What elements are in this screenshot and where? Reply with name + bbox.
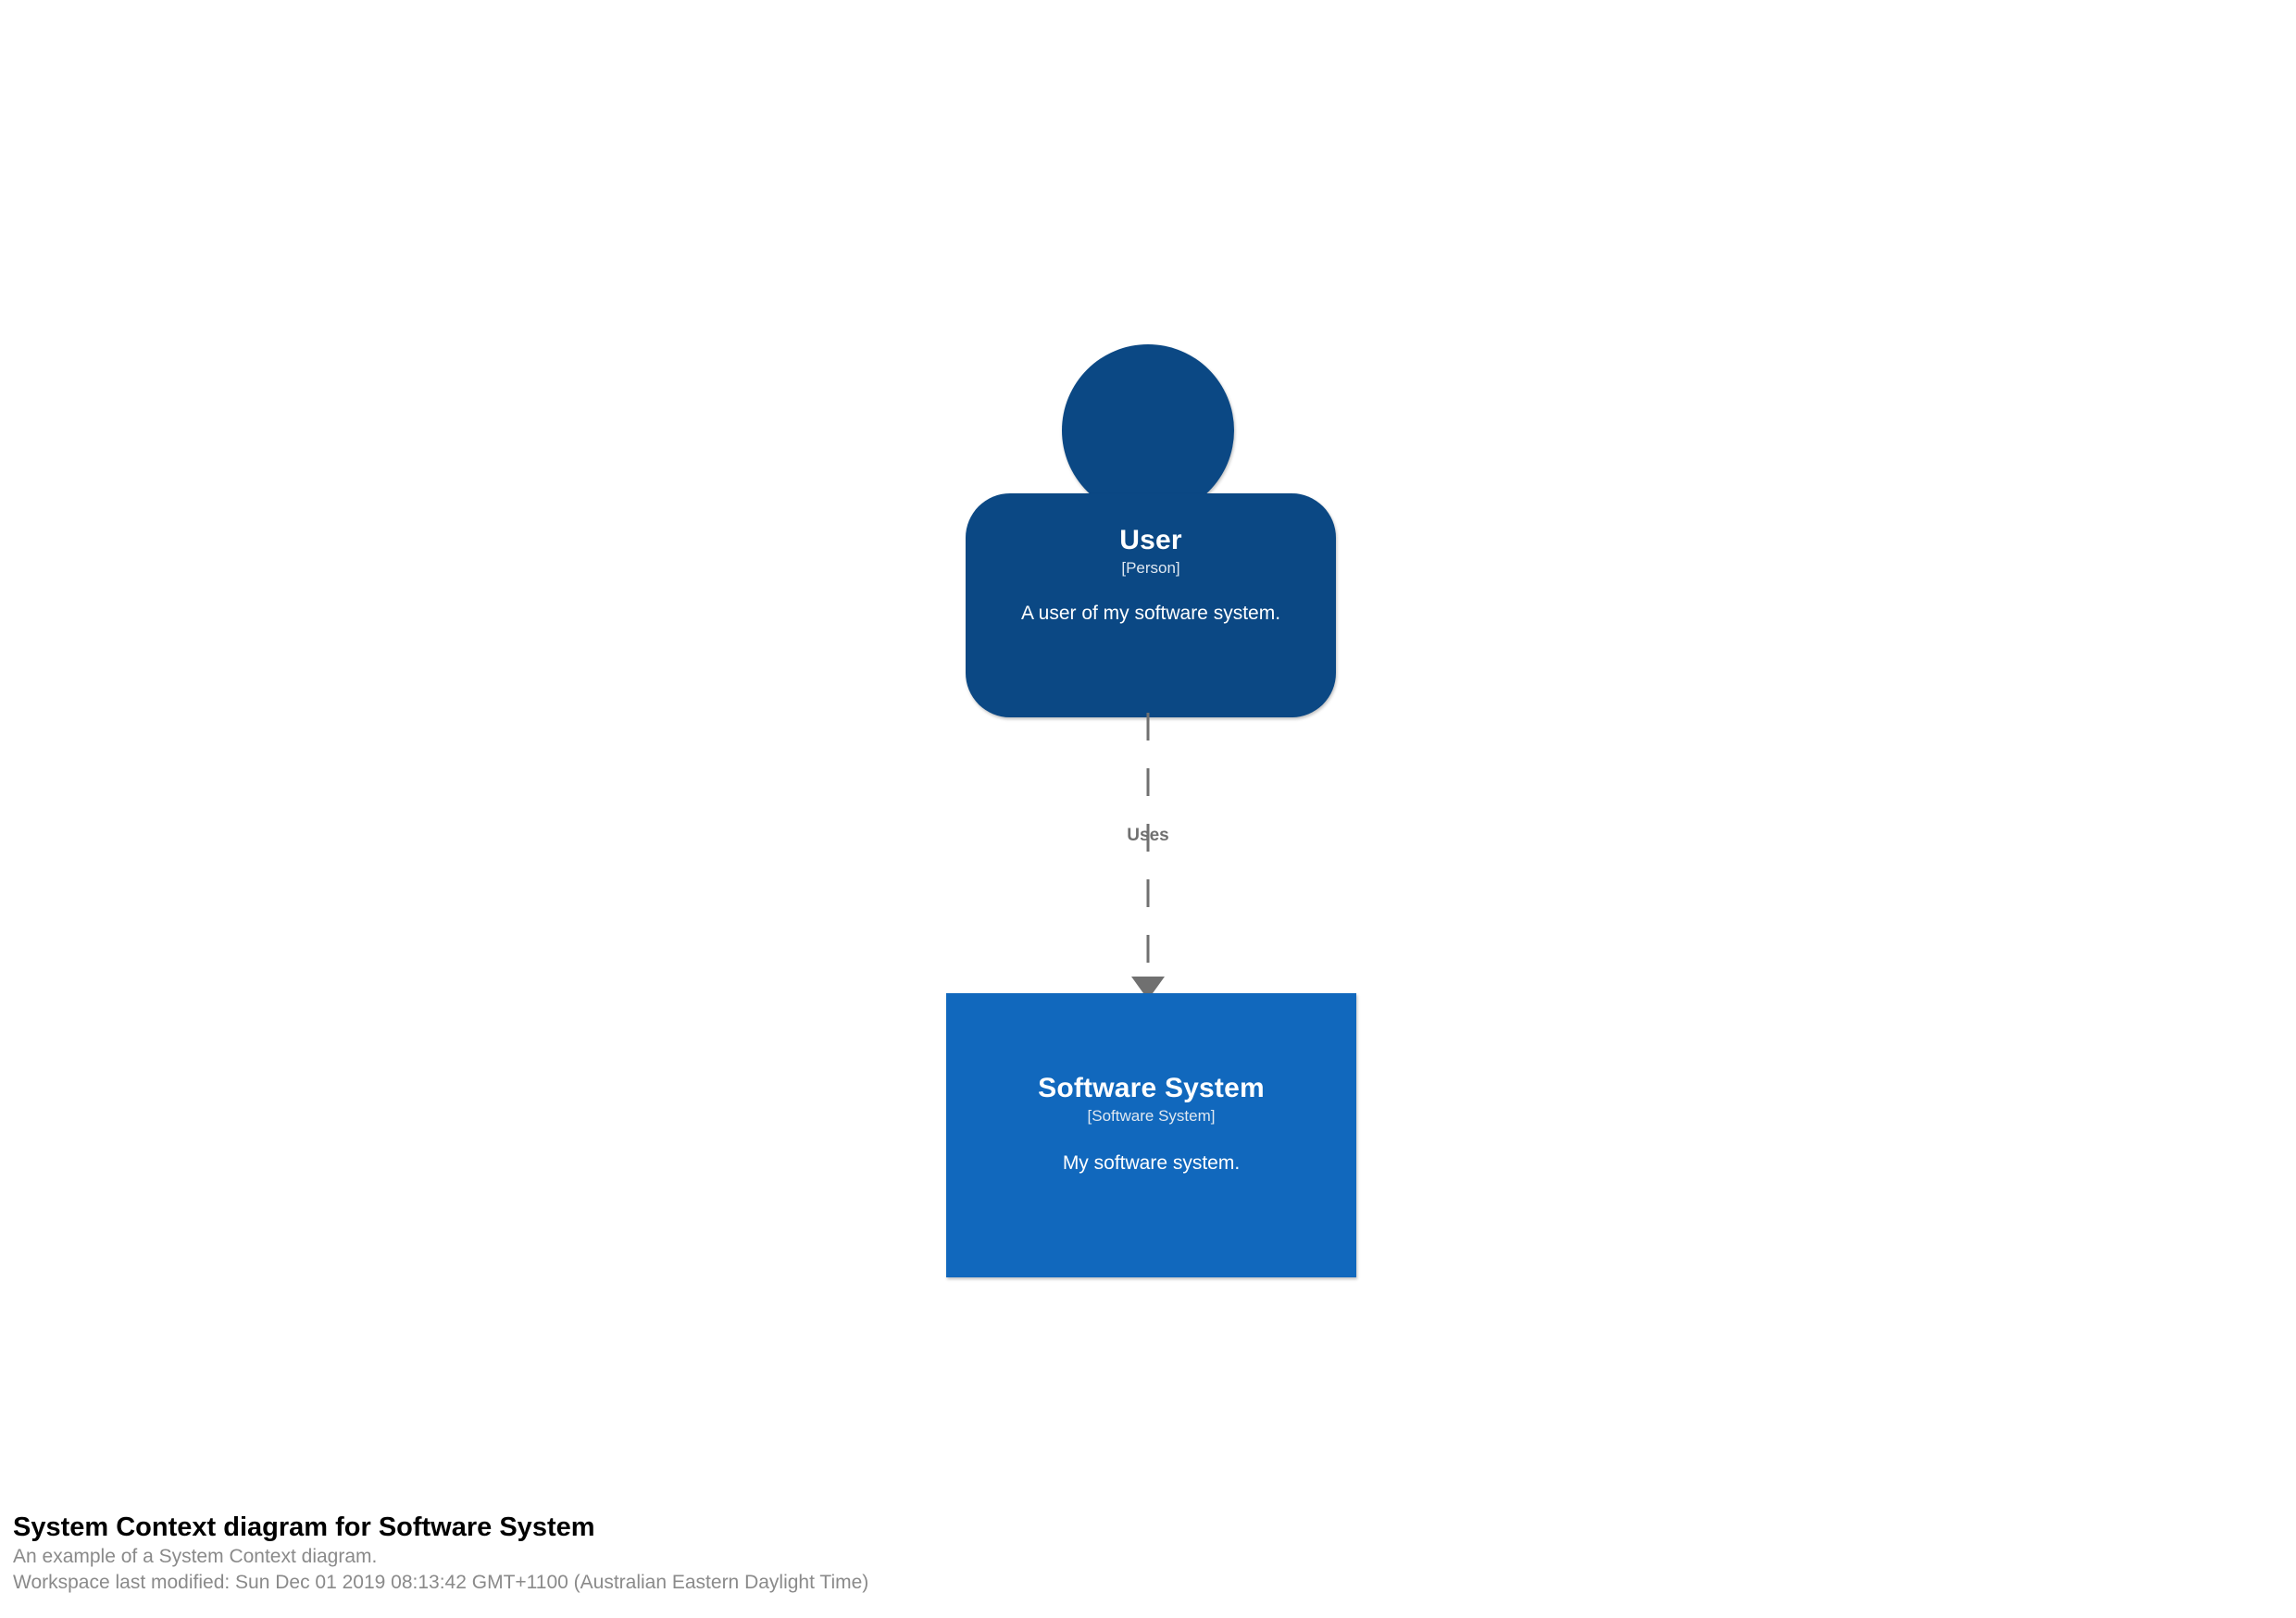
diagram-title: System Context diagram for Software Syst… bbox=[13, 1512, 595, 1542]
workspace-last-modified: Workspace last modified: Sun Dec 01 2019… bbox=[13, 1572, 869, 1593]
element-user-type: [Person] bbox=[1121, 559, 1180, 577]
element-software-system[interactable]: Software System [Software System] My sof… bbox=[946, 993, 1356, 1277]
element-user-name: User bbox=[1119, 525, 1182, 555]
element-software-system-name: Software System bbox=[1038, 1073, 1265, 1103]
element-software-system-type: [Software System] bbox=[1087, 1107, 1216, 1125]
diagram-description: An example of a System Context diagram. bbox=[13, 1546, 378, 1567]
element-user-description: A user of my software system. bbox=[1020, 603, 1281, 624]
relationship-user-uses-software-system[interactable]: Uses bbox=[1065, 713, 1231, 1000]
element-user[interactable]: User [Person] A user of my software syst… bbox=[966, 344, 1336, 717]
element-user-text: User [Person] A user of my software syst… bbox=[966, 493, 1336, 717]
diagram-caption: System Context diagram for Software Syst… bbox=[13, 1511, 2235, 1596]
person-body-shape bbox=[966, 493, 1336, 717]
relationship-label: Uses bbox=[1127, 826, 1169, 845]
element-software-system-description: My software system. bbox=[1062, 1152, 1241, 1174]
person-head-icon bbox=[1062, 344, 1234, 517]
relationship-line bbox=[1131, 713, 1165, 1000]
relationship-arrowhead bbox=[1131, 977, 1165, 1000]
